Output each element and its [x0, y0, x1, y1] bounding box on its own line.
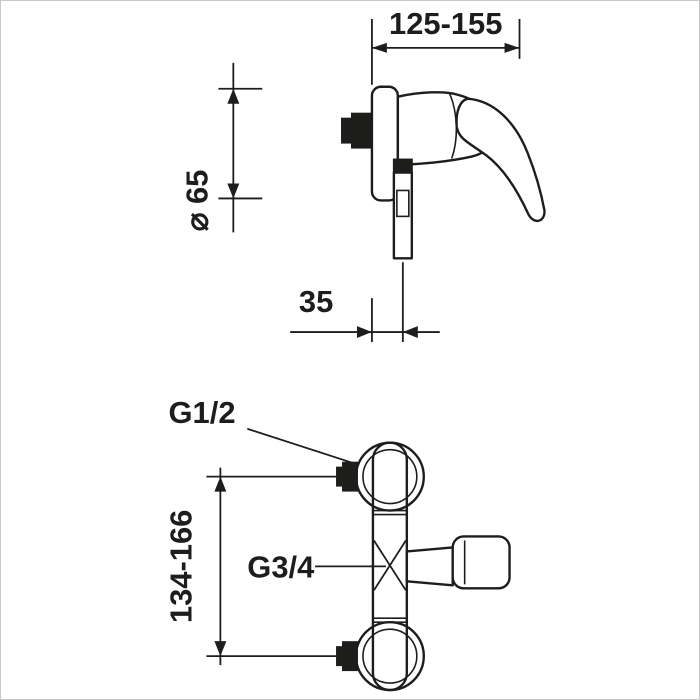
dimension-offset-label: 35	[299, 284, 333, 319]
front-view: G1/2 G3/4 134-166	[163, 395, 511, 692]
inlet-union-side	[341, 117, 353, 144]
handle-stem	[405, 546, 454, 587]
outlet-centre	[373, 539, 407, 591]
mixer-side-profile	[341, 85, 546, 260]
dimension-width-label: 125-155	[389, 6, 502, 41]
arrowhead-right	[356, 326, 372, 339]
body-junctions	[372, 509, 407, 624]
dimension-diameter: ⌀ 65	[179, 62, 263, 233]
arrowhead-down	[227, 183, 240, 199]
lever-handle-side	[455, 97, 546, 223]
inlet-union-nut	[350, 112, 373, 149]
outlet-thread-label: G3/4	[247, 549, 315, 584]
arrowhead-left	[402, 326, 418, 339]
dimension-width: 125-155	[371, 6, 521, 85]
handle-knob	[451, 535, 511, 590]
dimension-height-label: 134-166	[163, 510, 198, 623]
arrowhead-up	[214, 476, 227, 492]
escutcheon-inner	[362, 448, 418, 505]
pipe-detail	[396, 189, 410, 218]
leader-line	[247, 427, 353, 464]
dimension-diameter-label: ⌀ 65	[179, 170, 214, 232]
dimension-offset: 35	[290, 262, 440, 343]
cross-line	[373, 539, 407, 591]
escutcheon-inner	[362, 628, 418, 684]
arrowhead-left	[371, 42, 387, 53]
outlet-pipe	[392, 171, 414, 260]
dimension-height: 134-166	[163, 467, 350, 666]
arrowhead-down	[214, 641, 227, 657]
label-outlet-thread: G3/4	[247, 549, 386, 584]
outlet-nut-side	[392, 158, 413, 173]
arrowhead-right	[504, 42, 520, 53]
handle-front	[405, 535, 511, 590]
arrowhead-up	[227, 88, 240, 104]
inlet-thread-label: G1/2	[169, 395, 236, 430]
side-view: 125-155 ⌀ 65	[179, 6, 546, 343]
label-inlet-thread: G1/2	[169, 395, 353, 464]
